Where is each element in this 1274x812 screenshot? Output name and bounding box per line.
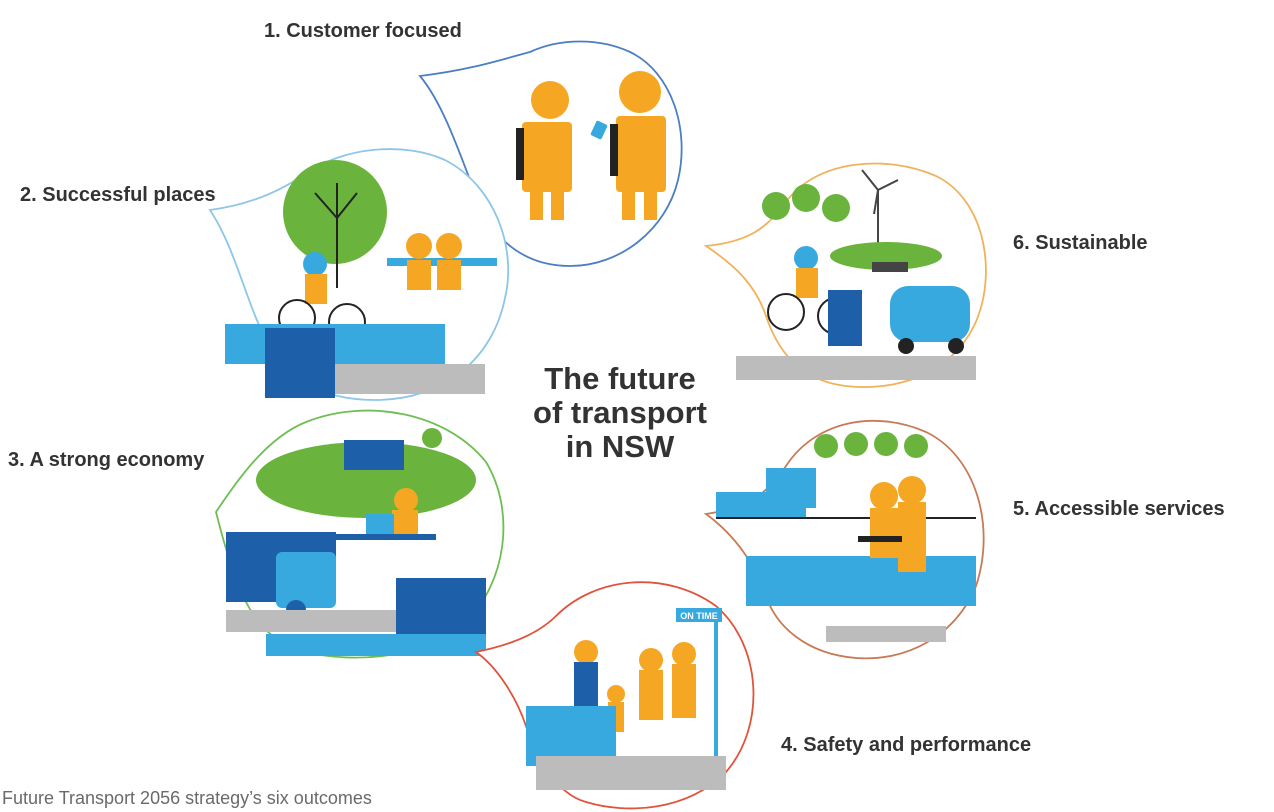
outcome-bubble-safety-performance: ON TIME <box>473 556 766 812</box>
outcome-bubble-sustainable <box>703 146 996 396</box>
outcome-label-sustainable: 6. Sustainable <box>1013 232 1148 254</box>
center-title-line-3: in NSW <box>565 429 675 464</box>
on-time-sign: ON TIME <box>680 611 718 621</box>
outcome-label-successful-places: 2. Successful places <box>20 184 216 206</box>
outcome-label-accessible-services: 5. Accessible services <box>1013 498 1225 520</box>
center-title-line-1: The future <box>544 361 696 396</box>
outcome-bubble-accessible-services <box>703 396 996 666</box>
person-figure-right <box>610 71 666 220</box>
person-figure-left <box>516 81 572 220</box>
bubble-outline <box>215 409 505 659</box>
bubble-outline: ON TIME <box>473 581 755 810</box>
outcome-bubble-successful-places <box>205 138 525 410</box>
outcome-label-safety-performance: 4. Safety and performance <box>781 734 1032 756</box>
outcome-label-strong-economy: 3. A strong economy <box>8 449 205 471</box>
bubble-outline <box>703 162 987 388</box>
bubble-outline <box>703 419 985 660</box>
outcome-bubble-strong-economy <box>196 402 516 662</box>
center-title-line-2: of transport <box>533 395 707 430</box>
figure-caption: Future Transport 2056 strategy’s six out… <box>2 788 372 808</box>
center-title: The future of transport in NSW <box>500 362 740 464</box>
bubble-outline <box>208 148 509 401</box>
outcome-label-customer-focused: 1. Customer focused <box>264 20 462 42</box>
